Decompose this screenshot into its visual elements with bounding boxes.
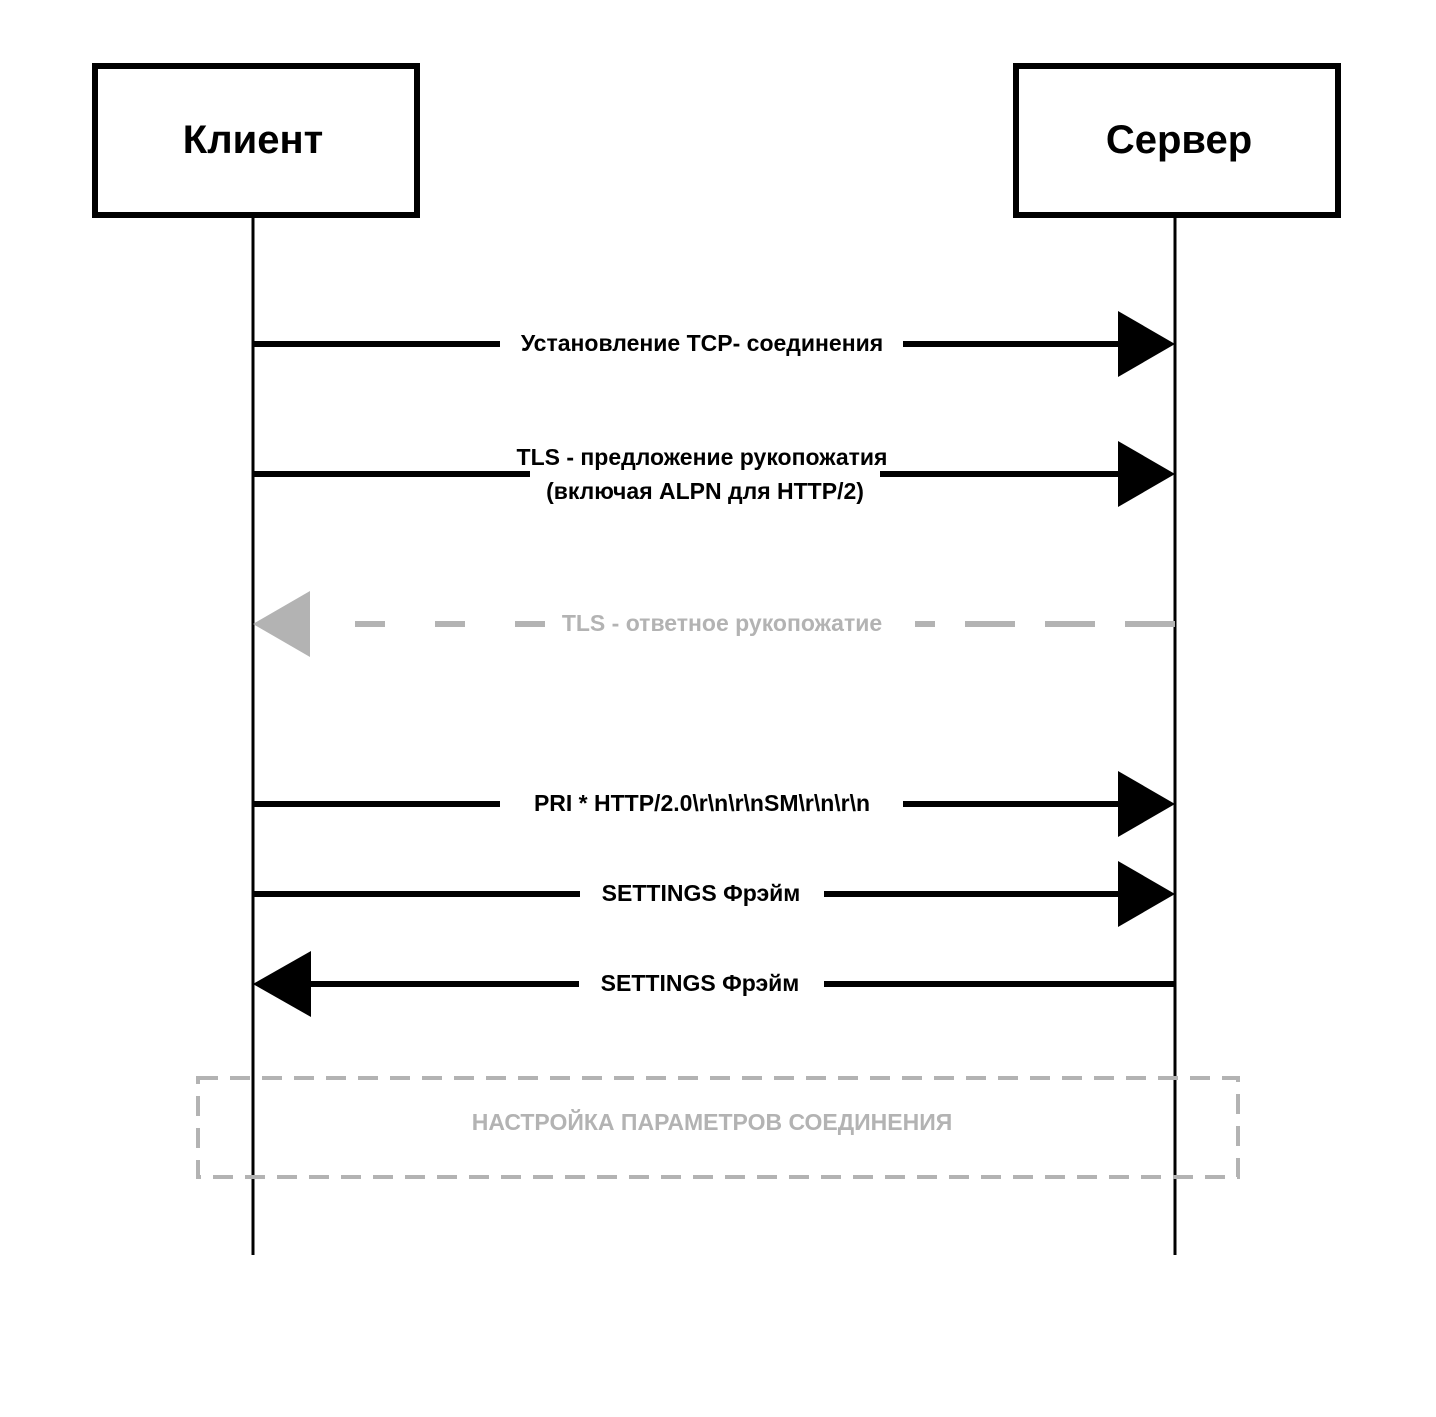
message-label: SETTINGS Фрэйм bbox=[602, 880, 801, 906]
participant-server: Сервер bbox=[1013, 63, 1341, 218]
message-label: PRI * HTTP/2.0\r\n\r\nSM\r\n\r\n bbox=[534, 790, 870, 816]
message-label-line1: TLS - предложение рукопожатия bbox=[517, 444, 888, 470]
arrowhead-right bbox=[1118, 311, 1175, 377]
message-preface: PRI * HTTP/2.0\r\n\r\nSM\r\n\r\n bbox=[253, 771, 1175, 837]
client-label: Клиент bbox=[183, 118, 323, 162]
message-tls-offer: TLS - предложение рукопожатия (включая A… bbox=[253, 441, 1175, 507]
note-box bbox=[196, 1076, 1240, 1179]
note-connection-settings: НАСТРОЙКА ПАРАМЕТРОВ СОЕДИНЕНИЯ bbox=[196, 1076, 1240, 1179]
arrowhead-left bbox=[253, 591, 310, 657]
server-box bbox=[1013, 63, 1341, 218]
message-label-line2: (включая ALPN для HTTP/2) bbox=[546, 478, 864, 504]
arrowhead-right bbox=[1118, 861, 1175, 927]
message-label: SETTINGS Фрэйм bbox=[601, 970, 800, 996]
message-tls-reply: TLS - ответное рукопожатие bbox=[253, 591, 1175, 657]
message-tcp: Установление TCP- соединения bbox=[253, 311, 1175, 377]
arrowhead-right bbox=[1118, 441, 1175, 507]
message-label: TLS - ответное рукопожатие bbox=[562, 610, 882, 636]
message-settings-client: SETTINGS Фрэйм bbox=[253, 861, 1175, 927]
note-label: НАСТРОЙКА ПАРАМЕТРОВ СОЕДИНЕНИЯ bbox=[472, 1108, 953, 1135]
client-box bbox=[92, 63, 420, 218]
message-label: Установление TCP- соединения bbox=[521, 330, 883, 356]
participant-client: Клиент bbox=[92, 63, 420, 218]
message-settings-server: SETTINGS Фрэйм bbox=[253, 951, 1175, 1017]
server-label: Сервер bbox=[1106, 118, 1252, 162]
arrowhead-left bbox=[253, 951, 311, 1017]
arrowhead-right bbox=[1118, 771, 1175, 837]
